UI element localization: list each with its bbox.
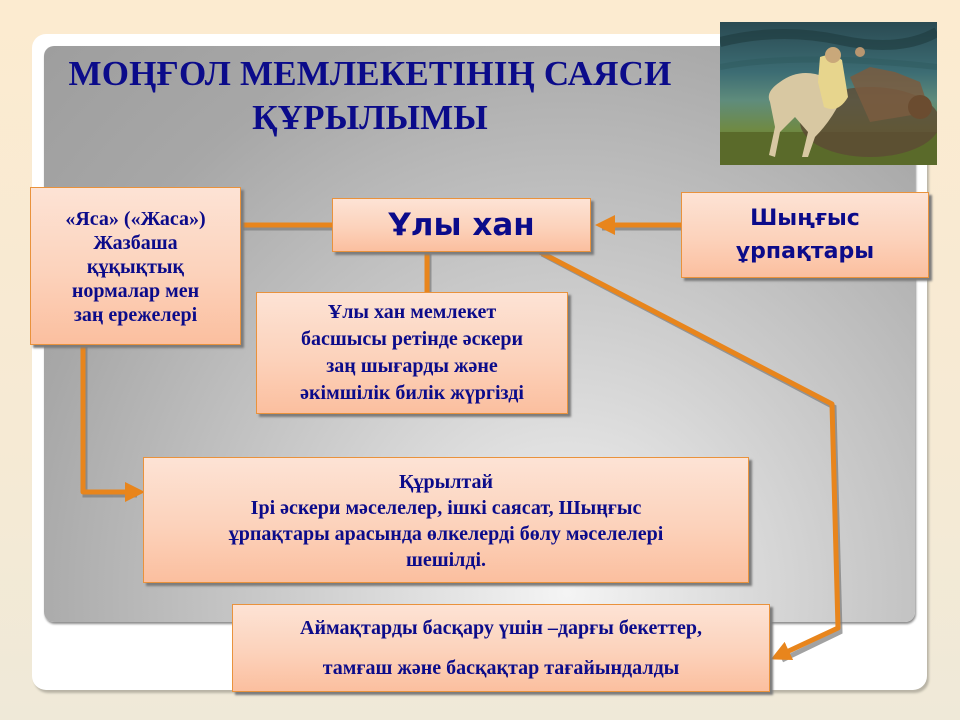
slide-title: МОҢҒОЛ МЕМЛЕКЕТІНІҢ САЯСИ ҚҰРЫЛЫМЫ [40, 52, 700, 140]
khan-desc-line: басшысы ретінде әскери [300, 328, 524, 350]
yasa-line: нормалар мен [71, 280, 200, 302]
kurultai-line: ұрпақтары арасында өлкелерді бөлу мәселе… [228, 523, 664, 545]
yasa-law-box: «Яса» («Жаса») Жазбаша құқықтық нормалар… [30, 187, 241, 345]
yasa-line: заң ережелері [73, 304, 198, 326]
khan-desc-line: заң шығарды және [326, 355, 498, 377]
connector-khan-aimak [538, 249, 841, 660]
khan-desc-line: Ұлы хан мемлекет [327, 301, 497, 323]
aimak-line: Аймақтарды басқару үшін –дарғы бекеттер, [300, 617, 702, 639]
connector-yasa-kurultai [80, 345, 145, 502]
kurultai-line: шешілді. [405, 549, 487, 571]
yasa-line: Жазбаша [93, 232, 178, 254]
title-line-2: ҚҰРЫЛЫМЫ [252, 98, 488, 137]
kurultai-line: Құрылтай [398, 471, 494, 493]
title-line-1: МОҢҒОЛ МЕМЛЕКЕТІНІҢ САЯСИ [68, 54, 672, 93]
genghis-line: ұрпақтары [735, 239, 875, 264]
mongol-horseman-picture [720, 22, 937, 165]
genghis-line: Шыңғыс [750, 206, 860, 231]
regional-administration-box: Аймақтарды басқару үшін –дарғы бекеттер,… [232, 604, 770, 692]
kurultai-box: Құрылтай Ірі әскери мәселелер, ішкі саяс… [143, 457, 749, 583]
aimak-line: тамғаш және басқақтар тағайындалды [322, 657, 680, 679]
khan-description-box: Ұлы хан мемлекет басшысы ретінде әскери … [256, 292, 568, 414]
picture-illustration [720, 27, 937, 165]
khan-desc-line: әкімшілік билік жүргізді [300, 382, 524, 404]
great-khan-label: Ұлы хан [388, 207, 535, 243]
yasa-line: құқықтық [86, 256, 185, 278]
great-khan-box: Ұлы хан [332, 198, 591, 252]
kurultai-line: Ірі әскери мәселелер, ішкі саясат, Шыңғы… [250, 497, 642, 519]
genghis-descendants-box: Шыңғыс ұрпақтары [681, 192, 929, 278]
yasa-line: «Яса» («Жаса») [65, 208, 206, 230]
